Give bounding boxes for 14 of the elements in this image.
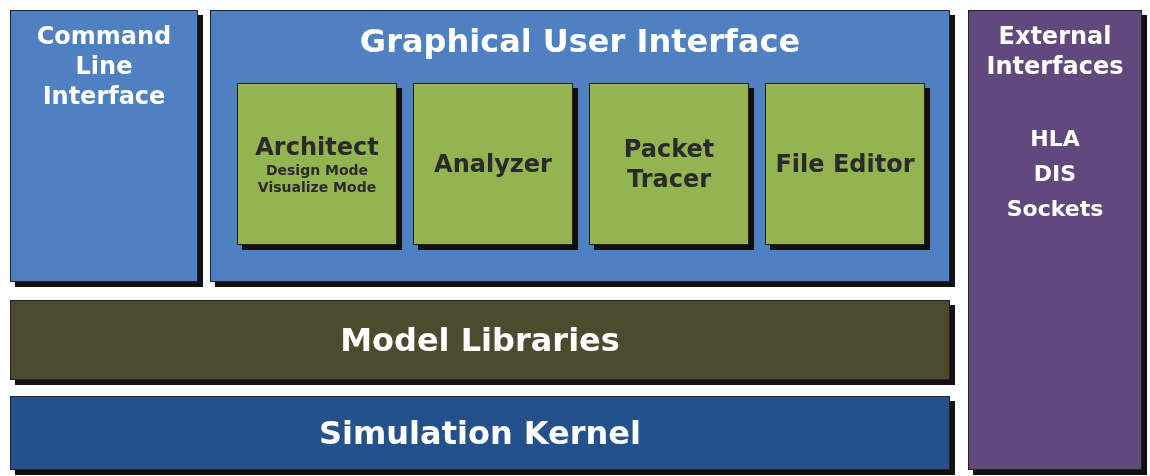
node-text: Design Mode [265,161,369,179]
node-title: Architect [255,131,379,162]
node-title: Graphical User Interface [359,21,801,61]
node-title: Packet Tracer [622,134,716,194]
node-title: External Interfaces [985,21,1125,81]
node-title: Command Line Interface [35,21,173,111]
node-title: File Editor [775,149,915,179]
node-title: Simulation Kernel [318,413,641,453]
node-title: Analyzer [434,149,552,179]
node-text: Visualize Mode [257,179,377,197]
node-title: Model Libraries [340,320,620,360]
node-text: DIS [1033,160,1077,189]
node-text: HLA [1030,125,1080,153]
node-text: Sockets [1006,195,1104,224]
